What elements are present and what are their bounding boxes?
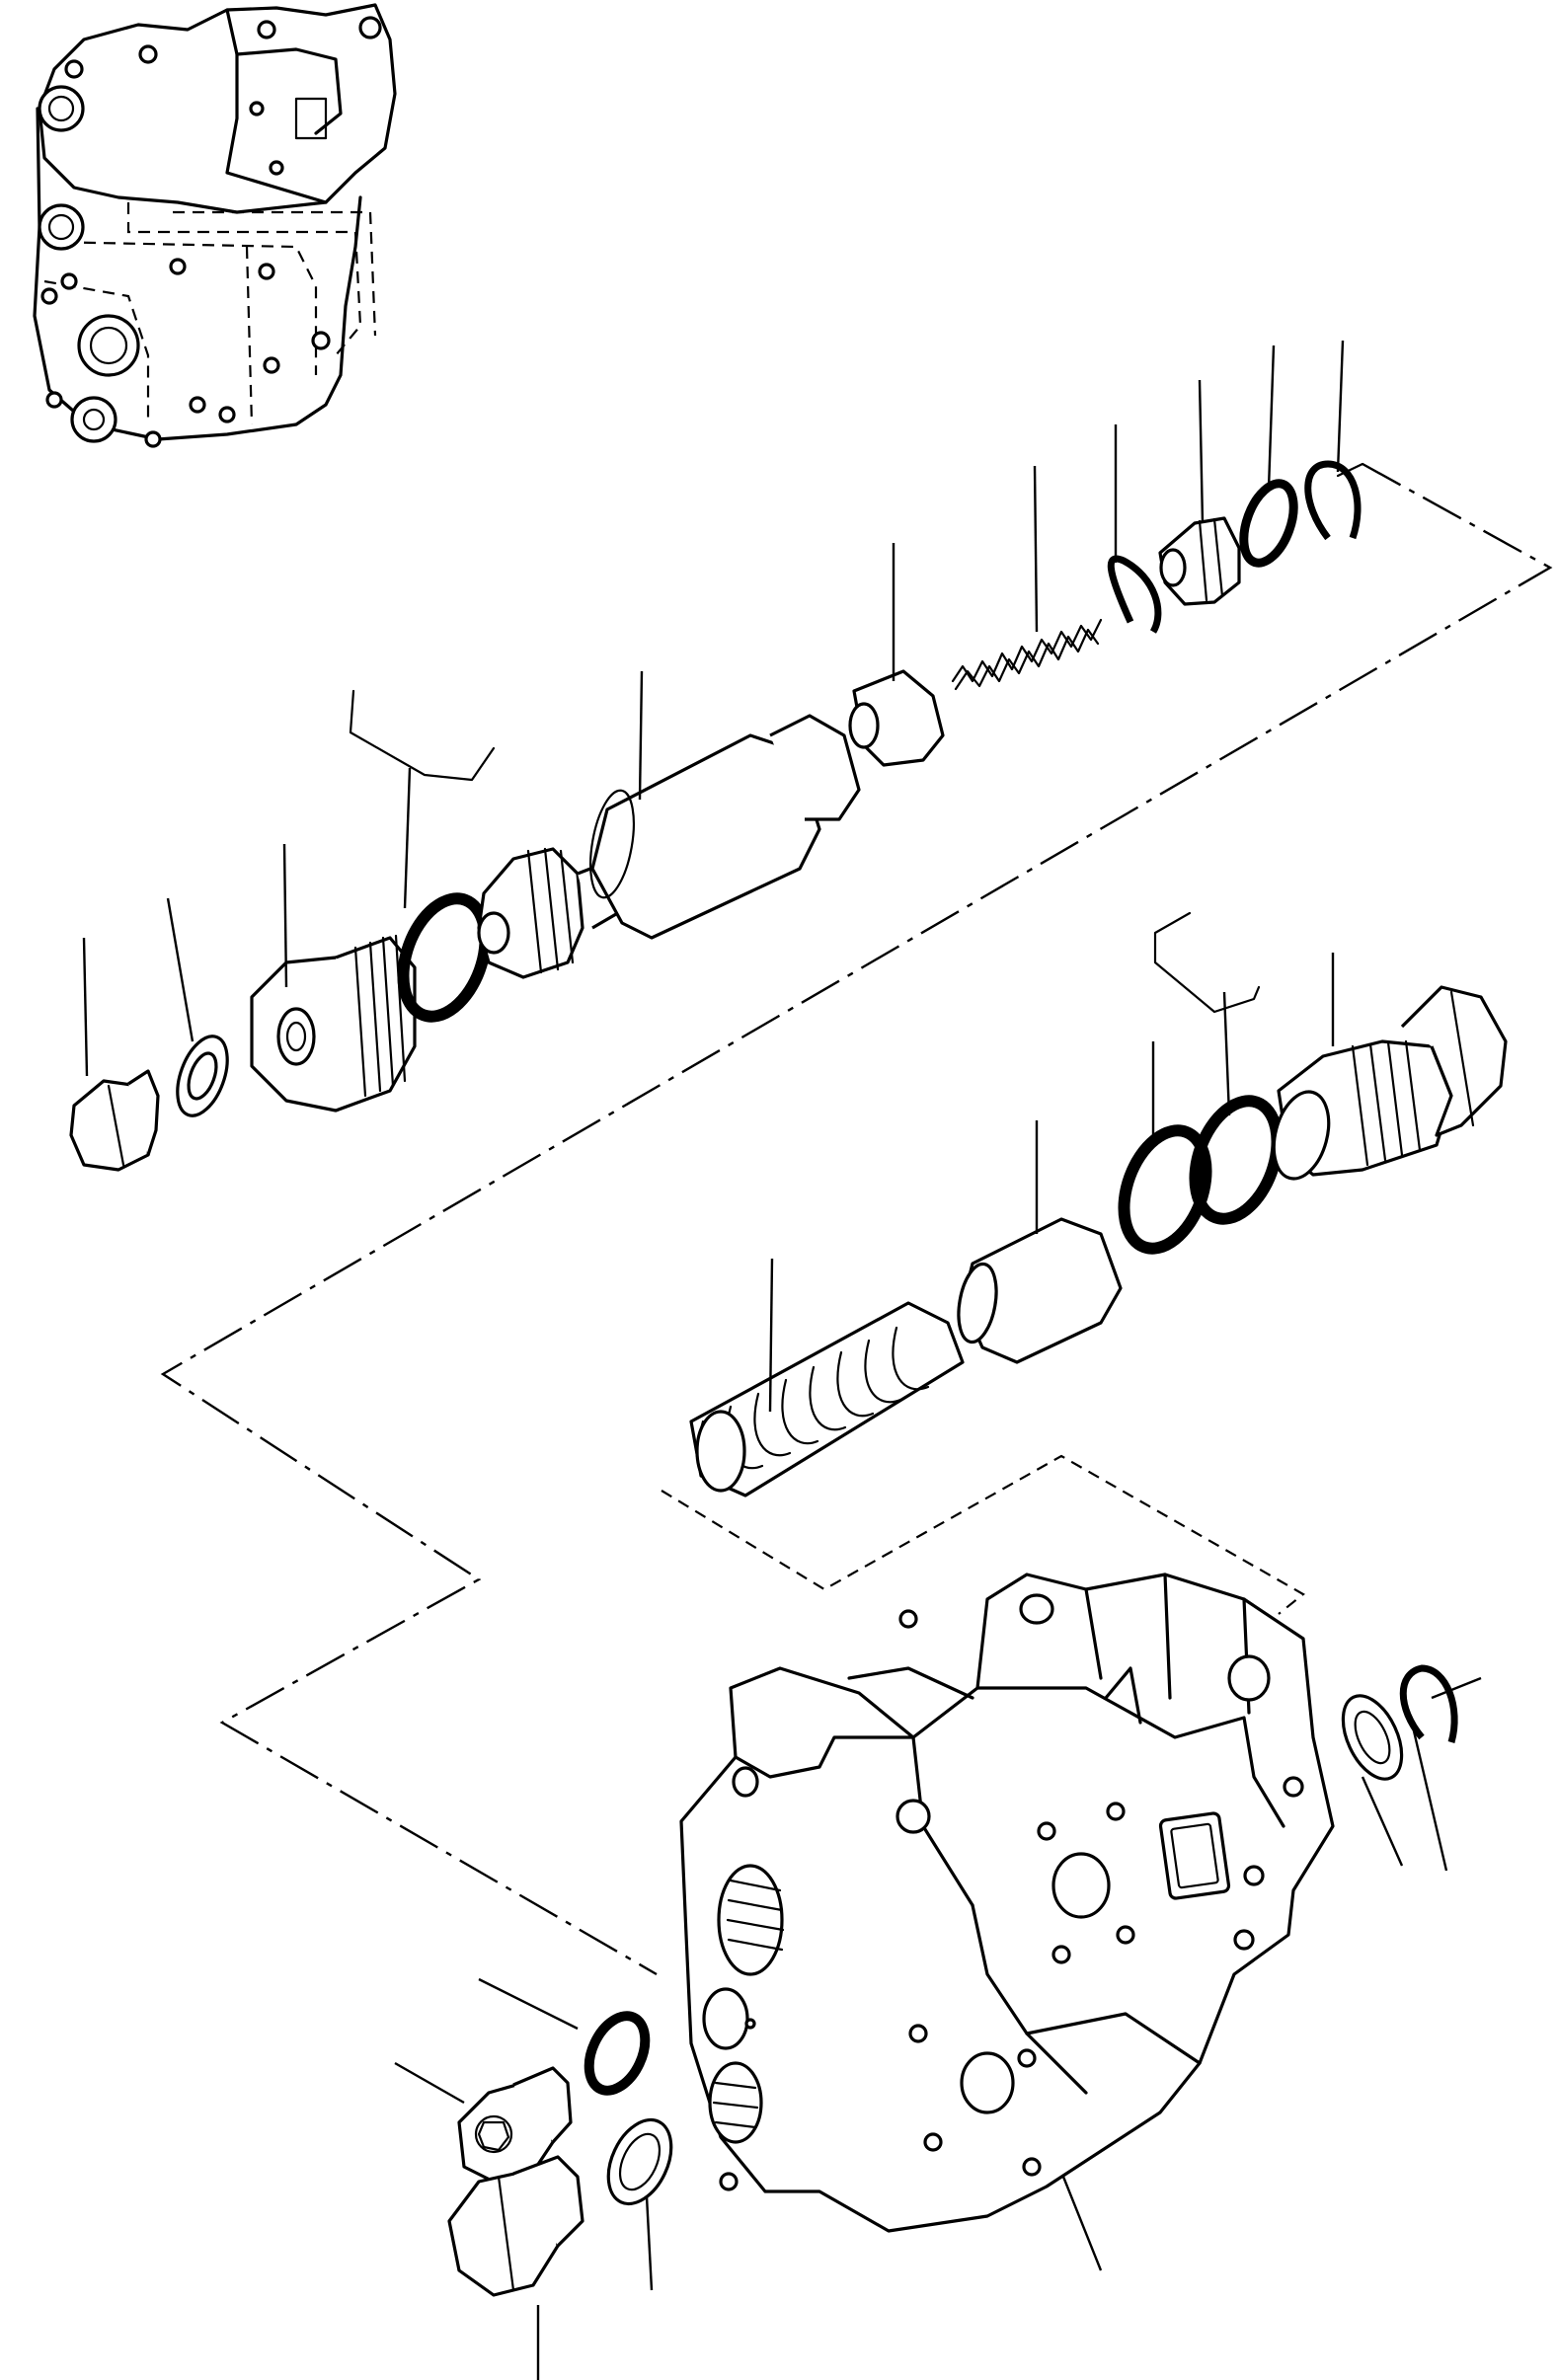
socket-head-bolt — [457, 2066, 573, 2184]
threaded-hex-body — [250, 934, 417, 1113]
sealing-washer — [176, 1035, 229, 1117]
large-coil-spring — [689, 1301, 965, 1497]
callout-brackets — [349, 689, 1261, 1014]
o-ring-small — [1239, 479, 1298, 568]
port-washer — [606, 2117, 673, 2206]
inset-overview-assembly — [33, 3, 397, 448]
plug-hex-head — [69, 1069, 160, 1172]
small-sleeve — [848, 669, 945, 767]
valve-housing — [679, 1573, 1335, 2233]
valve-cylinder — [589, 714, 861, 940]
cylindrical-sleeve — [957, 1217, 1123, 1364]
o-ring — [397, 892, 492, 1023]
side-snap-ring — [1399, 1664, 1458, 1743]
end-snap-ring — [1304, 460, 1362, 541]
assembly-centerlines — [160, 462, 1553, 1976]
piston-cap — [1158, 516, 1241, 606]
upper-valve-stack — [69, 460, 1362, 1172]
hex-plug-bottom — [447, 2155, 584, 2297]
housing-fasteners — [447, 2011, 673, 2297]
snap-ring — [1107, 555, 1162, 634]
port-o-ring — [584, 2011, 651, 2096]
small-coil-spring — [951, 618, 1103, 691]
leader-lines — [82, 340, 1482, 2380]
large-threaded-plug — [1272, 985, 1508, 1181]
o-ring-middle-2 — [1189, 1095, 1284, 1225]
housing-side-parts — [1341, 1664, 1458, 1781]
middle-valve-stack — [689, 985, 1508, 1497]
